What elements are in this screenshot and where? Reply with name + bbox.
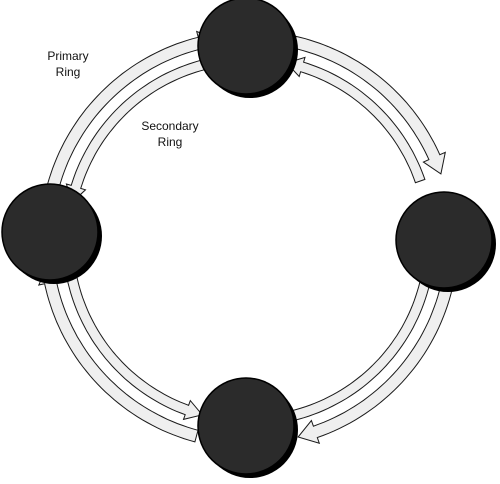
- primary-arrow-bottom-to-left: [37, 263, 199, 443]
- node-bottom: [197, 377, 295, 475]
- ring-nodes: [1, 0, 496, 478]
- secondary-ring-label-line2: Ring: [158, 135, 183, 149]
- primary-arrow-right-to-bottom: [297, 256, 458, 444]
- secondary-ring-arrows: [65, 56, 437, 422]
- primary-arrow-top-to-right: [292, 35, 446, 175]
- node-left: [1, 183, 99, 281]
- primary-ring-label-line2: Ring: [56, 65, 81, 79]
- secondary-arrow-right-to-top: [285, 56, 426, 184]
- secondary-ring-label-line1: Secondary: [141, 119, 198, 133]
- secondary-arrow-left-to-bottom: [66, 276, 204, 421]
- node-right: [395, 191, 493, 289]
- primary-ring-label-line1: Primary: [47, 49, 88, 63]
- secondary-arrow-bottom-to-right: [290, 261, 437, 422]
- node-top: [197, 0, 295, 95]
